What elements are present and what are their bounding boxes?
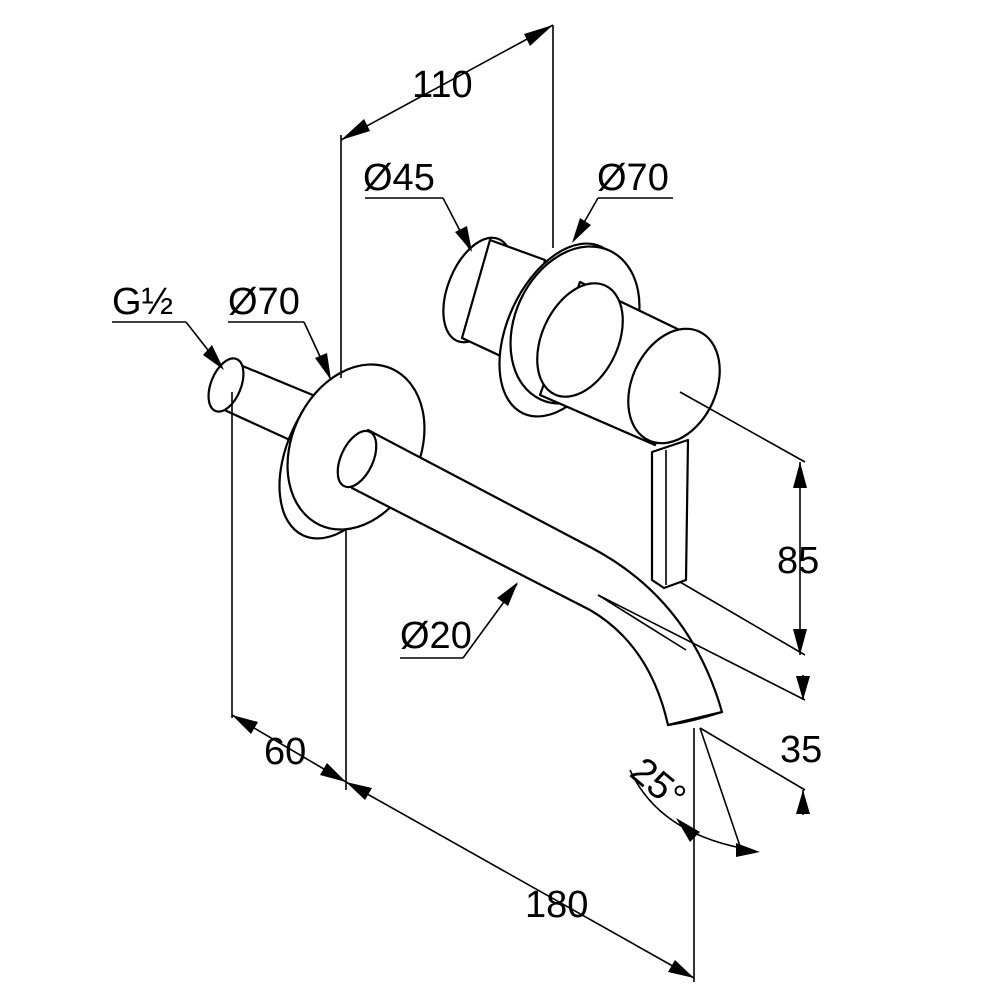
lever [650,438,690,590]
valve-assembly [442,236,721,590]
spout-highlight [597,594,687,651]
label-angle-25: 25° [622,750,693,819]
handle-base [536,282,624,398]
label-180: 180 [525,884,588,926]
label-diameter-45: Ø45 [363,157,435,199]
spout-pipe-root [336,429,378,489]
label-35: 35 [780,729,822,771]
label-diameter-70-spout: Ø70 [228,281,300,323]
handle-cap [627,327,721,445]
extension-lines [231,25,806,982]
label-110: 110 [412,64,473,106]
label-thread-g-half: G½ [112,281,173,323]
label-85: 85 [777,540,819,582]
spout-assembly [207,357,724,727]
label-diameter-70-valve: Ø70 [597,157,669,199]
inlet-pipe-end [207,357,245,413]
label-60: 60 [264,731,306,773]
label-diameter-20: Ø20 [400,615,472,657]
dimension-lines [112,24,810,979]
spout-outlet [666,710,724,727]
